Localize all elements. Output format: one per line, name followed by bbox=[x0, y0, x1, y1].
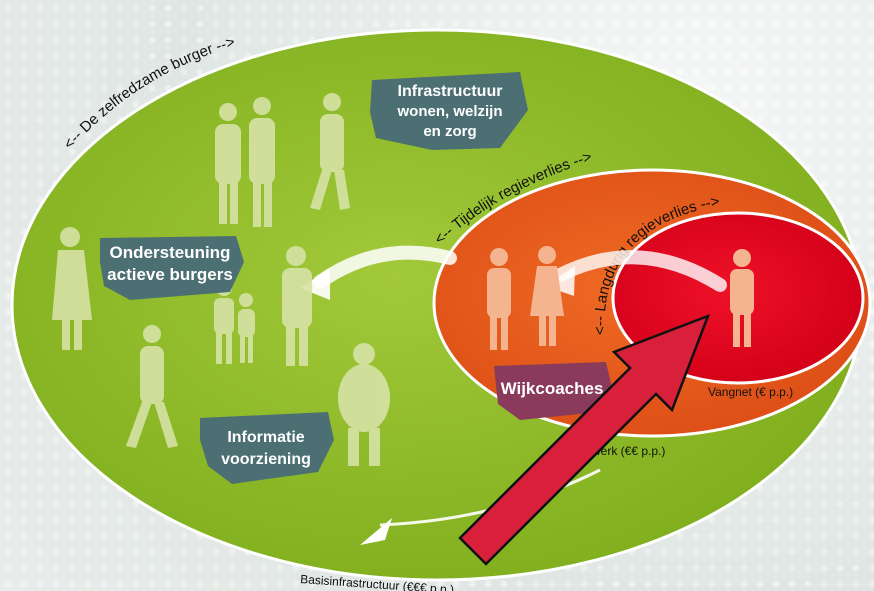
silhouettes-regieverlies bbox=[487, 246, 754, 350]
person-silhouette-children bbox=[214, 280, 255, 364]
badge-infrastructuur-line1: Infrastructuur bbox=[398, 83, 503, 100]
person-silhouette-orange-2 bbox=[530, 246, 564, 346]
person-silhouette-heavy-man bbox=[338, 343, 390, 466]
badge-informatie-line1: Informatie bbox=[227, 429, 304, 446]
badge-infrastructuur-line3: en zorg bbox=[423, 123, 476, 140]
badge-infrastructuur-line2: wonen, welzijn bbox=[396, 103, 502, 120]
arrow-head-bottom bbox=[360, 518, 392, 545]
badge-informatie-line2: voorziening bbox=[221, 451, 311, 468]
person-silhouette-orange-1 bbox=[487, 248, 511, 350]
badge-wijkcoaches: Wijkcoaches bbox=[494, 362, 612, 420]
badge-ondersteuning-line1: Ondersteuning bbox=[110, 243, 231, 262]
badge-ondersteuning: Ondersteuning actieve burgers bbox=[100, 236, 244, 300]
person-silhouette-man-center bbox=[282, 246, 312, 366]
arrow-head-left bbox=[300, 268, 330, 300]
badge-informatie: Informatie voorziening bbox=[200, 412, 334, 484]
silhouettes-zelfredzaam bbox=[52, 93, 390, 466]
badge-infrastructuur: Infrastructuur wonen, welzijn en zorg bbox=[370, 72, 528, 150]
person-silhouette-walker-bag bbox=[126, 325, 178, 448]
badge-ondersteuning-line2: actieve burgers bbox=[107, 265, 233, 284]
person-silhouette-couple bbox=[215, 97, 275, 227]
arrow-langdurig-to-tijdelijk bbox=[553, 250, 727, 292]
badge-wijkcoaches-label: Wijkcoaches bbox=[501, 379, 604, 398]
arrow-tijdelijk-to-actief bbox=[313, 245, 457, 289]
person-silhouette-walking bbox=[310, 93, 350, 210]
person-silhouette-red bbox=[730, 249, 754, 347]
big-red-arrow bbox=[458, 313, 711, 566]
person-silhouette-woman-left bbox=[52, 227, 92, 350]
label-vangnet: Vangnet (€ p.p.) bbox=[708, 385, 793, 399]
